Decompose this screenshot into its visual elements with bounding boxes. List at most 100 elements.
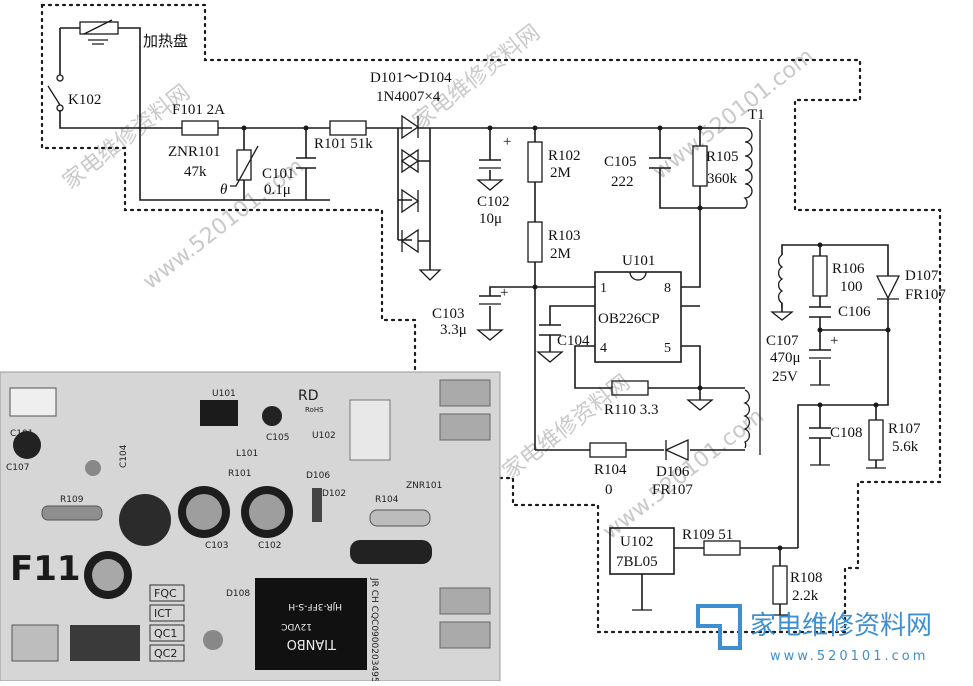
relay-voltage: 12VDC [281, 621, 312, 631]
r107-value: 5.6k [892, 439, 919, 455]
polarity-mark: + [500, 285, 508, 301]
resistor-r108 [772, 565, 788, 605]
pcb-silk-label: R101 [228, 469, 251, 479]
varistor-ref: ZNR101 [168, 144, 221, 160]
aux-feedback: R104 0 D106 FR107 [535, 438, 745, 498]
capacitor-c105 [649, 157, 671, 169]
pcb-qc-label: FQC [154, 587, 177, 600]
pcb-silk-label: C101 [10, 429, 33, 439]
diode-d104 [400, 228, 419, 254]
pcb-silk-label: D106 [306, 471, 330, 481]
c102-ref: C102 [477, 194, 510, 210]
pcb-silk-label: R109 [60, 495, 84, 505]
ic-pin-8: 8 [664, 281, 671, 296]
resistor-r102 [527, 141, 543, 183]
pcb-silk-label: L101 [236, 449, 258, 459]
resistor-r103 [527, 221, 543, 263]
capacitor-c103: + C103 3.3μ [432, 285, 535, 341]
diode-d101 [401, 114, 420, 140]
r108-ref: R108 [790, 570, 823, 586]
capacitor-c104: C104 [536, 305, 595, 363]
r104-value: 0 [605, 482, 613, 498]
bridge-value: 1N4007×4 [376, 89, 441, 105]
bridge-rectifier: D101～D104 1N4007×4 [370, 70, 470, 281]
varistor-value: 47k [184, 164, 207, 180]
fuse-f101 [181, 120, 219, 136]
r108-value: 2.2k [792, 588, 819, 604]
pcb-qc-labels: FQC ICT QC1 QC2 [149, 584, 185, 662]
r106-value: 100 [840, 279, 863, 295]
logo-url: www.520101.com [770, 649, 928, 664]
dotted-boundary [40, 3, 942, 634]
d107-ref: D107 [905, 268, 939, 284]
pcb-qc-label: QC1 [154, 627, 177, 640]
relay-label: K102 [68, 92, 101, 108]
diode-d107 [875, 275, 901, 300]
transformer-t1: T1 [743, 107, 784, 455]
fuse-label: F101 2A [172, 102, 225, 118]
ic-u101: U101 OB226CP 1 8 4 5 [535, 208, 745, 389]
ic-part: OB226CP [598, 311, 660, 327]
pcb-silk-label: C102 [258, 541, 281, 551]
secondary-winding [778, 254, 784, 308]
r103-value: 2M [550, 246, 571, 262]
r107-ref: R107 [888, 421, 921, 437]
relay-model: HJR-3FF-S-H [288, 601, 342, 611]
c102-value: 10μ [479, 211, 502, 227]
pcb-silk-label: C104 [119, 444, 129, 468]
pcb-capacitor [119, 494, 171, 546]
pcb-model-mark: F11 [10, 549, 81, 589]
startup-resistors: R102 2M R103 2M [527, 128, 581, 450]
c106-ref: C106 [838, 304, 871, 320]
diode-d106 [664, 438, 689, 462]
c101-value: 0.1μ [264, 182, 291, 198]
c104-ref: C104 [557, 333, 590, 349]
capacitor-c108 [809, 427, 831, 439]
ground-symbol [476, 179, 504, 191]
d107-value: FR107 [905, 287, 946, 303]
logo-text: 家电维修资料网 [750, 611, 932, 641]
capacitor-c106 [809, 306, 831, 318]
ground-symbol [418, 269, 442, 281]
pcb-silk-label: D108 [226, 589, 250, 599]
u102-ref: U102 [620, 534, 653, 550]
c105-value: 222 [611, 174, 634, 190]
varistor-symbol: θ [220, 182, 228, 198]
logo-icon [696, 604, 742, 650]
resistor-r106 [812, 255, 828, 297]
resistor-r101 [329, 120, 367, 136]
transformer-ref: T1 [748, 107, 765, 123]
d106-value: FR107 [652, 482, 693, 498]
pcb-silk-label: C103 [205, 541, 228, 551]
r110-label: R110 3.3 [604, 402, 658, 418]
varistor-znr101 [236, 149, 252, 181]
relay-switch [47, 85, 61, 106]
pcb-silk-label: U101 [212, 389, 236, 399]
pcb-silk-label: R104 [375, 495, 399, 505]
resistor-r105 [692, 145, 708, 187]
r102-ref: R102 [548, 148, 581, 164]
polarity-mark: + [503, 134, 511, 150]
diode-d102 [400, 148, 420, 174]
secondary-output: R106 100 C106 D107 FR107 + C107 470μ 25V… [766, 244, 946, 548]
primary-winding [743, 127, 753, 209]
site-logo: 家电维修资料网 www.520101.com [696, 604, 932, 664]
ic-pin-4: 4 [600, 341, 607, 356]
c105-ref: C105 [604, 154, 637, 170]
ic-ref: U101 [622, 253, 655, 269]
pcb-rohs: RoHS [305, 406, 324, 414]
relay-brand: TIANBO [287, 636, 337, 651]
r102-value: 2M [550, 165, 571, 181]
pcb-silk-label: C107 [6, 463, 29, 473]
pcb-qc-label: ICT [154, 607, 172, 620]
c107-value: 470μ [770, 350, 801, 366]
pcb-board-mark: RD [298, 388, 319, 404]
c107-ref: C107 [766, 333, 799, 349]
snubber: C105 222 R105 360k [604, 128, 745, 209]
aux-winding [743, 389, 751, 449]
ic-pin-5: 5 [664, 341, 671, 356]
pcb-silk-label: C105 [266, 433, 289, 443]
pcb-qc-label: QC2 [154, 647, 177, 660]
ic-body [594, 271, 682, 363]
